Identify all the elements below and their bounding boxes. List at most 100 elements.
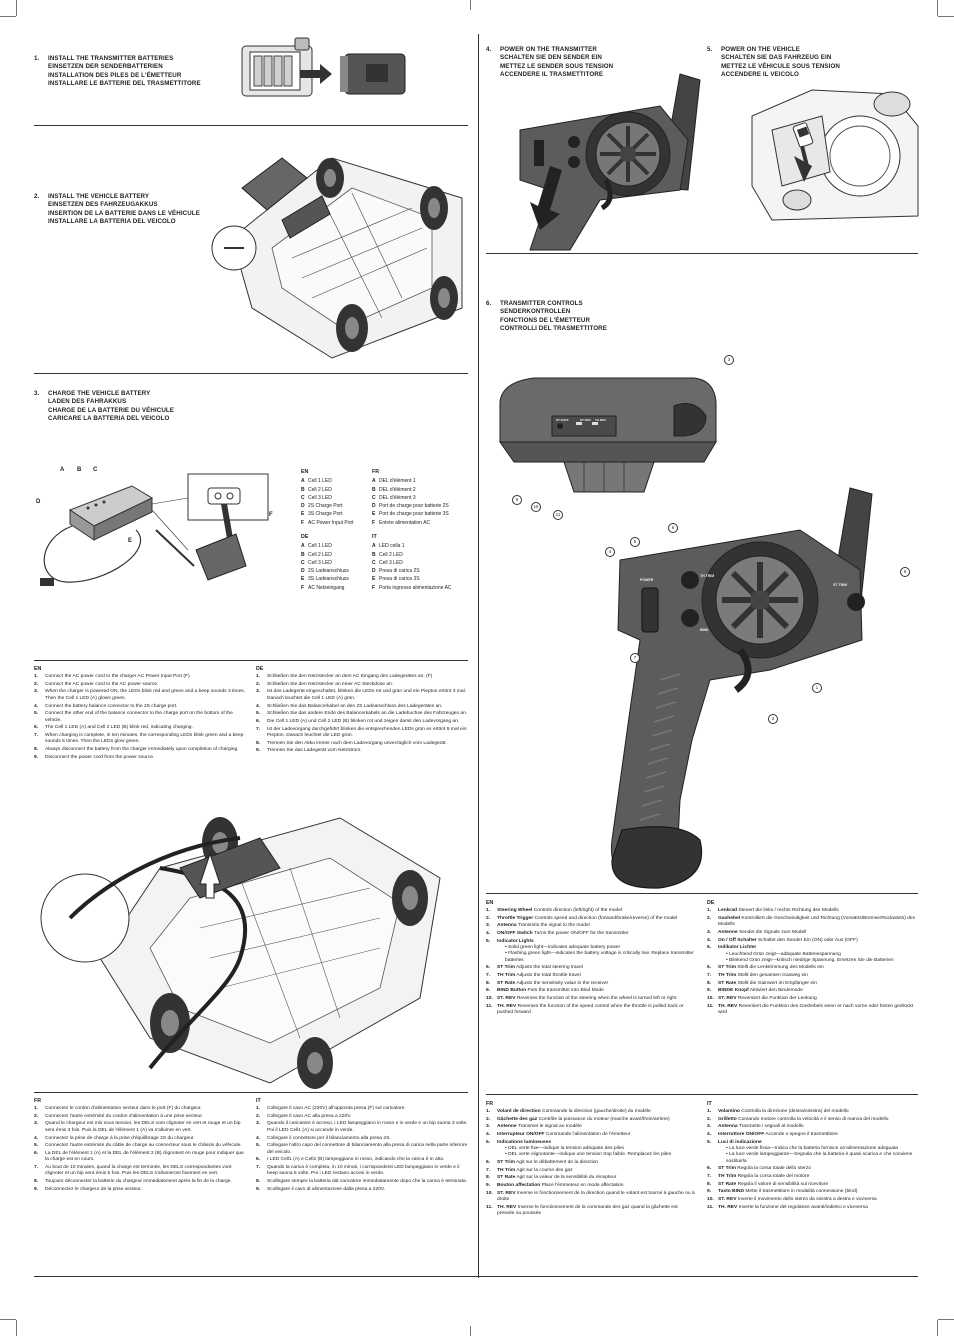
instruction-step: 4.Connectez la prise de charge à la pris…: [34, 1136, 246, 1142]
step-number: 1.: [34, 674, 39, 679]
indicator-text: Blinkend Grün zeigt—kritisch niedrige Sp…: [729, 957, 894, 963]
transmitter-top-view: [499, 377, 717, 493]
instruction-step: 5.Connectez l'autre extrémité du câble d…: [34, 1143, 246, 1149]
control-name: Antenne: [718, 929, 738, 935]
step-text: Quando il caricatore è acceso, i LED lam…: [267, 1121, 468, 1133]
step-number: 5.: [34, 711, 39, 717]
instruction-step: 1.Connect the AC power cord to the charg…: [34, 674, 246, 680]
item-number: 4.: [707, 1132, 712, 1138]
control-name: ST Rate: [718, 980, 737, 986]
charger-label-e: E: [128, 538, 133, 544]
step-text: I LED Cell1 (A) e Cell2 (B) lampeggiano …: [267, 1157, 445, 1163]
control-name: ST Trim: [718, 965, 736, 971]
step-number: 1.: [256, 1106, 261, 1111]
control-name: ST Trim: [497, 1159, 515, 1165]
st-rate-label: ST RATE: [556, 418, 569, 422]
step-number: 6.: [34, 725, 39, 731]
instruction-step: 9.Scollegare il cavo di alimentazione da…: [256, 1187, 468, 1193]
charge-instructions-en: EN 1.Connect the AC power cord to the ch…: [34, 666, 246, 760]
callout-4: 4: [605, 547, 615, 557]
item-number: 11.: [486, 1003, 493, 1009]
step-text: Collegare il connettore per il bilanciam…: [267, 1135, 391, 1141]
instruction-step: 4.Collegare il connettore per il bilanci…: [256, 1136, 468, 1142]
instruction-step: 8.Scollegare sempre la batteria dal cari…: [256, 1179, 468, 1185]
st-trim-label: ST TRIM: [833, 583, 847, 587]
step-number: 8.: [256, 740, 261, 746]
control-item: 1.Steering Wheel Controls direction (lef…: [486, 908, 696, 914]
instruction-step: 9.Trennen Sie das Ladegerät vom Netzstro…: [256, 748, 468, 754]
control-description: Aktiviert den Bindemode: [749, 988, 803, 994]
fold-mark: [470, 1326, 471, 1336]
control-name: Bouton affectation: [497, 1183, 541, 1189]
charge-instructions-de: DE 1.Schließen Sie den Netzstecker an de…: [256, 666, 468, 754]
heading-step-6: 6.TRANSMITTER CONTROLS SENDERKONTROLLEN …: [486, 300, 607, 333]
item-number: 2.: [707, 1116, 712, 1122]
callout-8: 8: [900, 567, 910, 577]
control-item: 11.TH. REV Reverses the function of the …: [486, 1004, 696, 1017]
control-item: 8.ST Rate Stellt die Gainwert im Empfäng…: [707, 981, 918, 987]
step-number: 6.: [256, 718, 261, 724]
indicator-text: Flashing green light—indicates the batte…: [505, 951, 694, 963]
control-name: Tasto BIND: [718, 1189, 744, 1195]
instruction-step: 2.Connectez l'autre extrémité du cordon …: [34, 1114, 246, 1120]
control-description: Mette il trasmettitore in modalità conne…: [745, 1189, 858, 1195]
indicator-sublist: • La luce verde fissa—Indica che la batt…: [718, 1146, 918, 1165]
instruction-step: 3.Quando il caricatore è acceso, i LED l…: [256, 1121, 468, 1134]
crop-mark: [937, 1320, 938, 1336]
step-number: 3.: [34, 689, 39, 695]
step-number: 5.: [256, 711, 261, 717]
indicator-subitem: • DEL verte fixe—indique la tension adéq…: [505, 1146, 624, 1152]
crop-mark: [938, 1319, 954, 1320]
control-item: 2.Gashebel Kontrolliert die Geschwindigk…: [707, 916, 918, 929]
callout-6: 6: [668, 523, 678, 533]
fold-mark: [470, 0, 471, 10]
instruction-step: 5.Collegare l'altro capo del connettore …: [256, 1143, 468, 1156]
st-rev-label: ST REV: [580, 418, 591, 422]
instruction-step: 6.La DEL de l'élément 1 (A) et la DEL de…: [34, 1151, 246, 1164]
charger-label-f: F: [269, 512, 273, 518]
instruction-step: 1.Connectez le cordon d'alimentation sec…: [34, 1106, 246, 1112]
indicator-text: Solid green light—indicates adequate bat…: [508, 945, 621, 951]
step-number: 9.: [34, 1186, 39, 1192]
control-description: Reversiert die Funktion der Lenkung: [737, 996, 817, 1002]
item-number: 2.: [486, 915, 491, 921]
control-description: Controls direction (left/right) of the m…: [533, 908, 623, 913]
item-number: 7.: [486, 1167, 491, 1173]
control-description: Turns the power ON/OFF for the transmitt…: [533, 931, 629, 937]
instruction-step: 2.Connect the AC power cord to the AC po…: [34, 682, 246, 688]
control-description: Adjusts the total steering travel: [516, 965, 583, 971]
instruction-step: 7.When charging is complete, in ten minu…: [34, 733, 246, 746]
transmitter-side-view: [610, 487, 873, 889]
control-name: TH. REV: [497, 1204, 517, 1210]
step-text: Connectez le cordon d'alimentation secte…: [45, 1106, 202, 1111]
control-description: Adjusts the sensitivity value in the rec…: [516, 980, 609, 986]
indicator-subitem: • Solid green light—indicates adequate b…: [505, 945, 621, 951]
controls-en: EN 1.Steering Wheel Controls direction (…: [486, 900, 696, 1018]
instruction-step: 1.Schließen Sie den Netzstecker an dem A…: [256, 674, 468, 680]
item-number: 9.: [707, 1189, 712, 1195]
page-bottom-rule: [34, 1276, 918, 1277]
control-item: 6.ST Trim Regola la corsa totale dello s…: [707, 1166, 918, 1172]
item-number: 10.: [707, 1196, 714, 1202]
item-number: 6.: [486, 965, 491, 971]
step-text: The Cell 1 LED (A) and Cell 2 LED (B) bl…: [45, 725, 193, 731]
control-description: Schaltet den Sender Ein (ON) oder Aus (O…: [757, 937, 858, 943]
callout-10: 10: [531, 502, 541, 512]
item-number: 8.: [486, 980, 491, 986]
indicator-subitem: • Leuchtend Grün zeigt—adäquate Batterie…: [726, 951, 841, 957]
step-number: 9.: [256, 748, 261, 754]
section-divider: [486, 253, 918, 254]
charger-label-b: B: [77, 467, 82, 473]
instruction-step: 8.Always disconnect the battery from the…: [34, 747, 246, 753]
step-number: 7.: [34, 1165, 39, 1171]
th-rev-label: TH REV: [595, 418, 607, 422]
step-text: Collegare il cavo AC alla presa a 220V.: [267, 1113, 352, 1119]
control-name: Gashebel: [718, 915, 741, 921]
charger-label-c: C: [93, 467, 98, 473]
heading-step-2: 2.INSTALL THE VEHICLE BATTERY EINSETZEN …: [34, 193, 200, 226]
item-number: 8.: [486, 1175, 491, 1181]
control-item: 4.Interruttore ON/OFF Accende o spegne i…: [707, 1132, 918, 1138]
item-number: 5.: [486, 938, 491, 944]
step-number: 1.: [256, 674, 261, 679]
th-trim-label: TH TRIM: [700, 574, 715, 578]
